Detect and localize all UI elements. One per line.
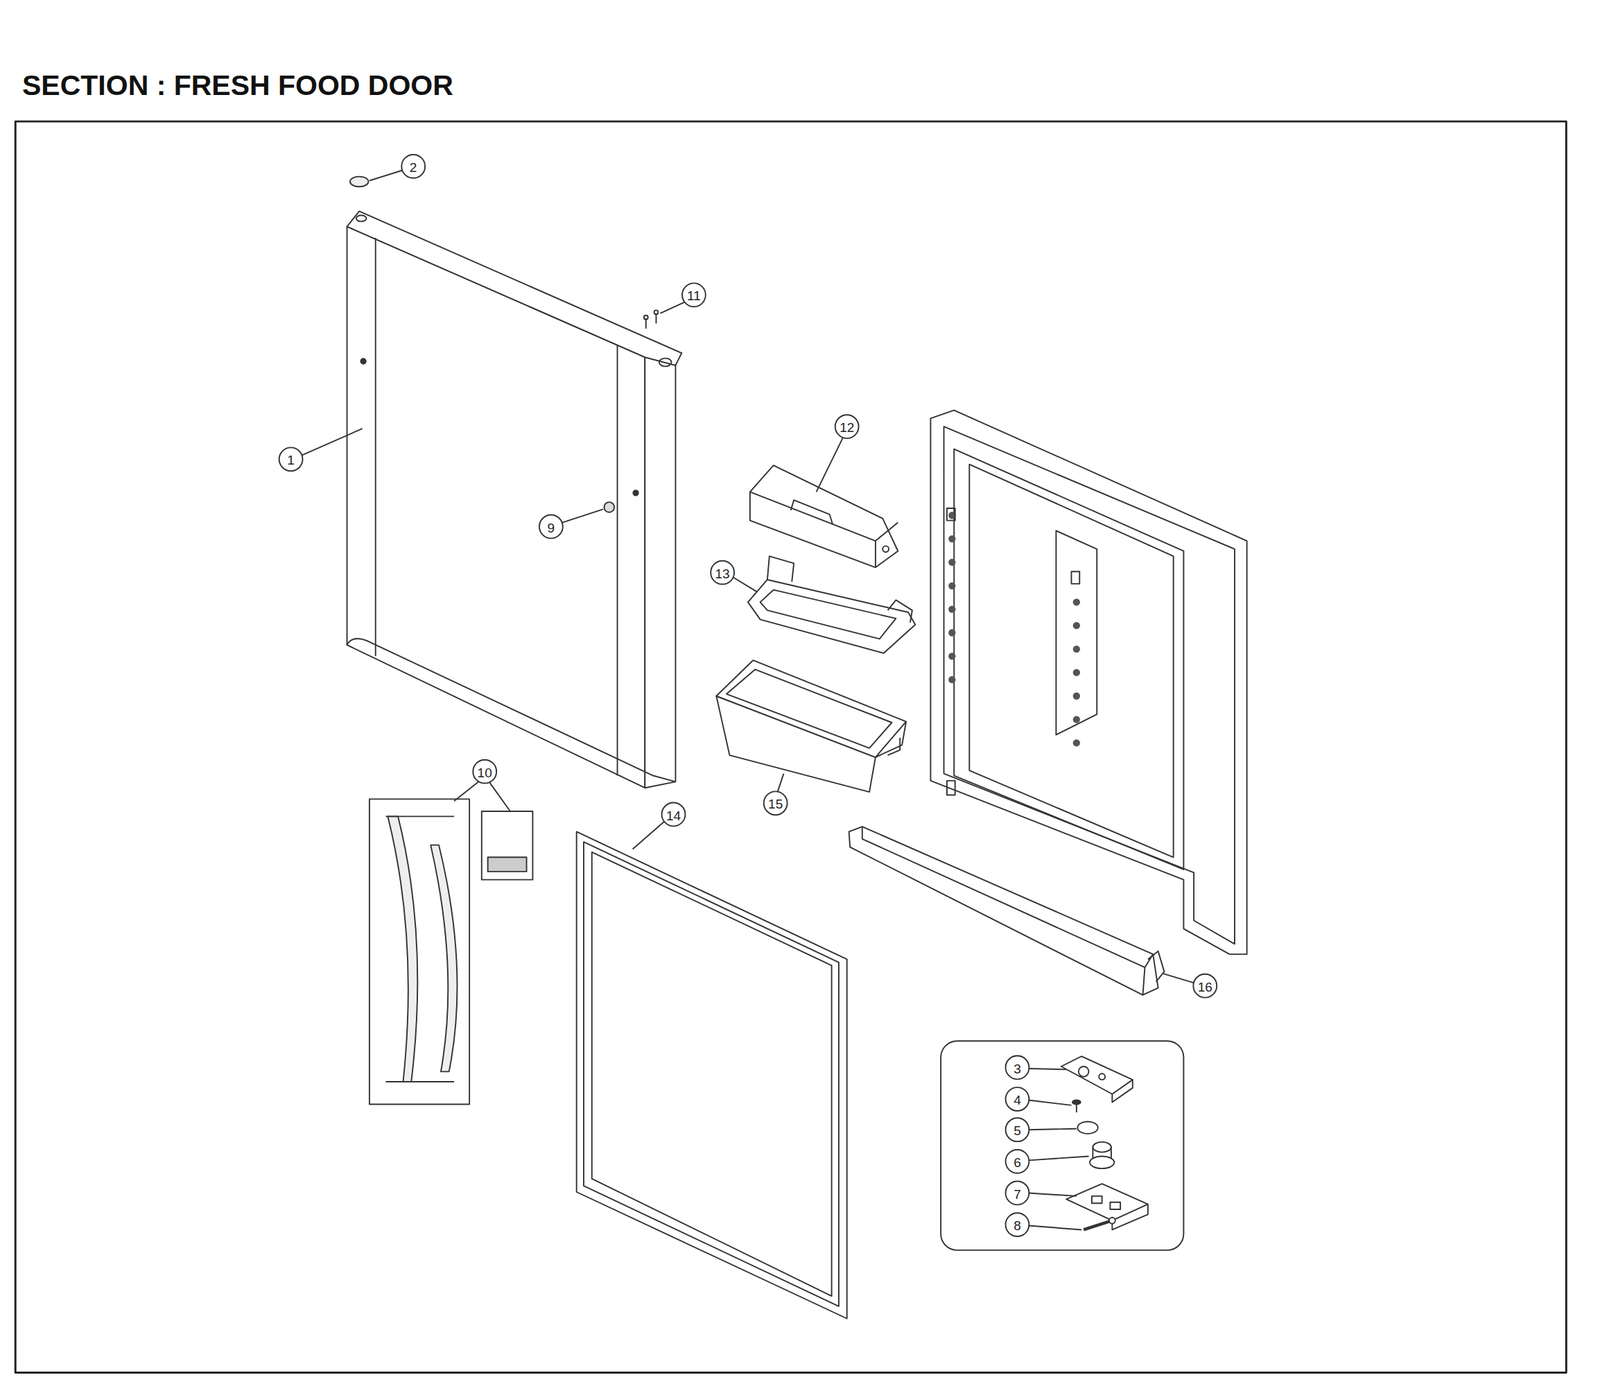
callout-number: 8: [1013, 1218, 1022, 1232]
door-bin: [716, 659, 907, 792]
screws: [644, 309, 659, 328]
callout-number: 12: [839, 420, 855, 434]
callout-number: 1: [287, 453, 295, 467]
hinge-cap: [350, 176, 369, 188]
callout-number: 6: [1013, 1155, 1022, 1169]
callout-circles: [279, 154, 1218, 1237]
door-gasket: [576, 831, 848, 1318]
callout-number: 13: [715, 566, 730, 580]
callout-number: 16: [1197, 979, 1213, 993]
callout-number: 15: [768, 797, 783, 811]
callout-number: 4: [1013, 1093, 1022, 1107]
dairy-cover: [750, 465, 898, 568]
door-shelf: [849, 826, 1165, 995]
callout-number: 9: [547, 520, 556, 534]
section-title: SECTION : FRESH FOOD DOOR: [22, 69, 454, 102]
hinge-assembly: [940, 1040, 1184, 1250]
callout-number: 7: [1013, 1186, 1022, 1200]
callout-number: 5: [1013, 1123, 1022, 1137]
callout-number: 11: [687, 289, 701, 303]
callout-number: 14: [666, 808, 681, 822]
callout-number: 2: [409, 160, 418, 174]
door-panel: [347, 211, 683, 789]
frame: [15, 121, 1567, 1372]
door-liner: [930, 410, 1247, 954]
dairy-tray: [748, 555, 916, 654]
callout-number: 3: [1013, 1061, 1022, 1075]
handle-kit: [369, 798, 533, 1104]
callout-number: 10: [477, 765, 493, 779]
